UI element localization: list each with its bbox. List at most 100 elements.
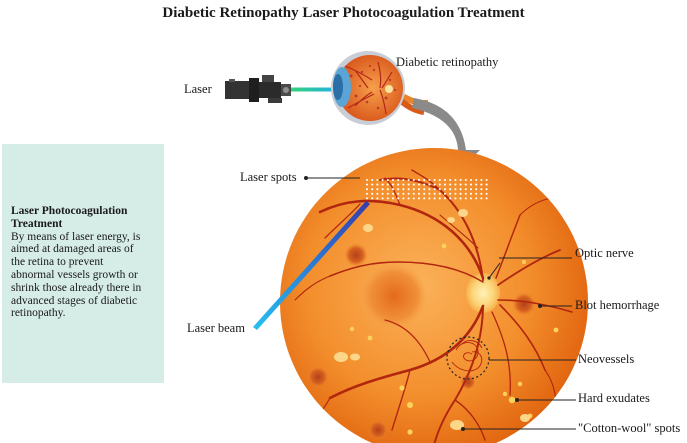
laser-spot bbox=[433, 183, 436, 186]
cotton-wool-spots-marker bbox=[334, 209, 530, 430]
blot-hemorrhage-marker bbox=[307, 366, 329, 388]
laser-spot bbox=[454, 192, 457, 195]
laser-spot bbox=[443, 178, 447, 182]
info-line: retinopathy. bbox=[11, 307, 66, 320]
diabetic-retinopathy-label: Diabetic retinopathy bbox=[396, 55, 499, 69]
laser-spot bbox=[397, 188, 400, 191]
laser-spot bbox=[386, 188, 389, 191]
laser-spot bbox=[475, 178, 478, 182]
laser-spot bbox=[433, 197, 436, 200]
laser-spot bbox=[469, 188, 473, 191]
info-line: shrink those already there in bbox=[11, 281, 142, 294]
info-line: By means of laser energy, is bbox=[11, 230, 141, 243]
eye-icon bbox=[331, 51, 428, 125]
laser-spot bbox=[485, 192, 488, 195]
laser-spot bbox=[454, 197, 457, 200]
curved-arrow-icon bbox=[412, 98, 480, 168]
laser-spot bbox=[459, 178, 462, 182]
laser-spot bbox=[438, 183, 441, 186]
hard-exudates-label: Hard exudates bbox=[578, 391, 650, 405]
laser-spot bbox=[412, 188, 415, 191]
laser-spot bbox=[376, 192, 379, 195]
laser-spot bbox=[449, 197, 452, 200]
laser-spot bbox=[407, 192, 410, 195]
laser-device-icon bbox=[225, 75, 291, 103]
neovessels-circle bbox=[446, 336, 490, 380]
laser-spots-marker bbox=[365, 178, 488, 200]
laser-spot bbox=[469, 178, 473, 182]
laser-spot bbox=[381, 197, 384, 200]
laser-spot bbox=[376, 178, 379, 182]
laser-spot bbox=[423, 192, 426, 195]
laser-spot bbox=[365, 188, 369, 191]
laser-spot bbox=[402, 197, 405, 200]
laser-spot bbox=[433, 178, 436, 182]
laser-spot bbox=[371, 197, 374, 200]
laser-spot bbox=[438, 178, 441, 182]
laser-spot bbox=[423, 188, 426, 191]
laser-spot bbox=[386, 178, 389, 182]
leader-lines bbox=[306, 177, 576, 430]
laser-spot bbox=[391, 197, 395, 200]
laser-spot bbox=[391, 178, 395, 182]
laser-spot bbox=[423, 178, 426, 182]
laser-spot bbox=[464, 178, 467, 182]
page-title: Diabetic Retinopathy Laser Photocoagulat… bbox=[162, 5, 525, 21]
laser-spot bbox=[428, 192, 431, 195]
laser-spot bbox=[469, 183, 473, 186]
info-heading: Laser Photocoagulation Treatment bbox=[11, 205, 128, 230]
laser-spot bbox=[464, 183, 467, 186]
laser-spot bbox=[397, 178, 400, 182]
laser-spot bbox=[376, 197, 379, 200]
laser-spot bbox=[469, 192, 473, 195]
laser-spot bbox=[423, 197, 426, 200]
laser-spot bbox=[438, 197, 441, 200]
leader-dots bbox=[304, 176, 542, 431]
laser-spot bbox=[443, 188, 447, 191]
laser-spot bbox=[412, 192, 415, 195]
laser-spot bbox=[371, 178, 374, 182]
laser-spot bbox=[376, 188, 379, 191]
laser-spot bbox=[459, 192, 462, 195]
laser-spot bbox=[475, 188, 478, 191]
blood-vessels bbox=[294, 169, 573, 443]
laser-spot bbox=[365, 183, 369, 186]
laser-spot bbox=[386, 183, 389, 186]
laser-spot bbox=[412, 178, 415, 182]
laser-spot bbox=[480, 197, 483, 200]
laser-spot bbox=[464, 197, 467, 200]
laser-spot bbox=[381, 178, 384, 182]
laser-spot bbox=[381, 188, 384, 191]
laser-spot bbox=[485, 197, 488, 200]
info-line: the retina to prevent bbox=[11, 256, 104, 269]
laser-spot bbox=[459, 188, 462, 191]
blot-hemorrhage-marker bbox=[460, 374, 476, 390]
hard-exudates-marker bbox=[349, 243, 559, 435]
laser-spot bbox=[449, 178, 452, 182]
laser-spot bbox=[407, 188, 410, 191]
laser-spot bbox=[397, 183, 400, 186]
laser-spot bbox=[417, 188, 421, 191]
laser-spot bbox=[443, 197, 447, 200]
laser-spot bbox=[417, 197, 421, 200]
laser-spot bbox=[423, 183, 426, 186]
cotton-wool-spots-label: "Cotton-wool" spots bbox=[578, 421, 681, 435]
laser-spot bbox=[371, 183, 374, 186]
laser-spot bbox=[428, 197, 431, 200]
laser-spot bbox=[443, 192, 447, 195]
optic-disc bbox=[466, 273, 500, 313]
laser-spot bbox=[485, 188, 488, 191]
macula bbox=[360, 262, 428, 330]
laser-spot bbox=[412, 197, 415, 200]
laser-spot bbox=[417, 192, 421, 195]
neovessels-marker bbox=[451, 340, 483, 372]
laser-spot bbox=[412, 183, 415, 186]
laser-spot bbox=[402, 192, 405, 195]
laser-spot bbox=[480, 192, 483, 195]
laser-spot bbox=[480, 183, 483, 186]
laser-spot bbox=[402, 188, 405, 191]
laser-spot bbox=[443, 183, 447, 186]
laser-spot bbox=[464, 188, 467, 191]
laser-spot bbox=[449, 188, 452, 191]
